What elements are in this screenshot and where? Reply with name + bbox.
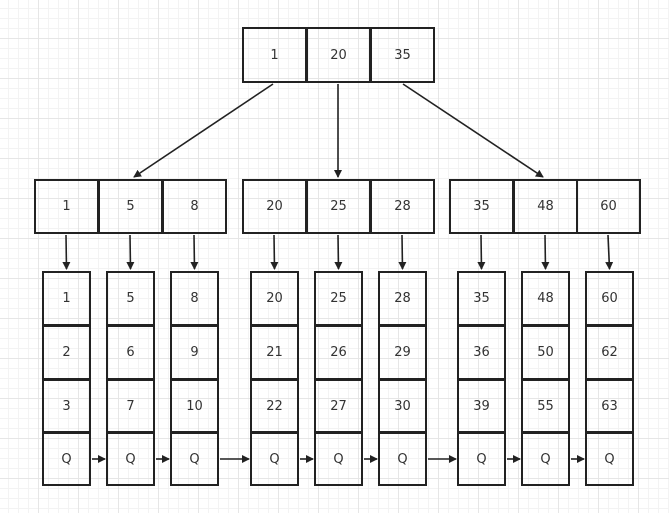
- leaf-key-cell: 50: [521, 325, 570, 380]
- root-key-cell: 20: [306, 27, 371, 83]
- internal-key-cell: 28: [370, 179, 435, 234]
- leaf-next-pointer-cell: Q: [585, 432, 634, 486]
- leaf-next-pointer-cell: Q: [106, 432, 155, 486]
- internal-key-cell: 35: [449, 179, 514, 234]
- leaf-key-cell: 55: [521, 379, 570, 433]
- internal-to-leaf-arrow: [334, 234, 343, 270]
- root-to-internal-arrow: [402, 83, 544, 178]
- leaf-key-cell: 25: [314, 271, 363, 326]
- leaf-key-cell: 8: [170, 271, 219, 326]
- leaf-next-pointer-cell: Q: [457, 432, 506, 486]
- leaf-key-cell: 39: [457, 379, 506, 433]
- internal-to-leaf-arrow: [605, 234, 614, 270]
- leaf-next-pointer-cell: Q: [170, 432, 219, 486]
- leaf-next-pointer-cell: Q: [314, 432, 363, 486]
- leaf-key-cell: 48: [521, 271, 570, 326]
- leaf-key-cell: 36: [457, 325, 506, 380]
- leaf-key-cell: 29: [378, 325, 427, 380]
- leaf-key-cell: 5: [106, 271, 155, 326]
- internal-key-cell: 20: [242, 179, 307, 234]
- root-key-cell: 1: [242, 27, 307, 83]
- leaf-key-cell: 28: [378, 271, 427, 326]
- leaf-key-cell: 62: [585, 325, 634, 380]
- internal-to-leaf-arrow: [541, 234, 550, 270]
- internal-to-leaf-arrow: [398, 234, 407, 270]
- leaf-next-pointer-cell: Q: [42, 432, 91, 486]
- internal-key-cell: 25: [306, 179, 371, 234]
- leaf-key-cell: 22: [250, 379, 299, 433]
- internal-to-leaf-arrow: [62, 234, 71, 270]
- internal-key-cell: 60: [576, 179, 641, 234]
- leaf-key-cell: 1: [42, 271, 91, 326]
- internal-to-leaf-arrow: [477, 234, 486, 270]
- leaf-key-cell: 27: [314, 379, 363, 433]
- leaf-key-cell: 35: [457, 271, 506, 326]
- leaf-key-cell: 63: [585, 379, 634, 433]
- leaf-key-cell: 2: [42, 325, 91, 380]
- leaf-next-pointer-cell: Q: [378, 432, 427, 486]
- leaf-key-cell: 21: [250, 325, 299, 380]
- root-to-internal-arrow: [133, 83, 274, 178]
- leaf-key-cell: 6: [106, 325, 155, 380]
- internal-key-cell: 1: [34, 179, 99, 234]
- internal-to-leaf-arrow: [126, 234, 135, 270]
- internal-key-cell: 5: [98, 179, 163, 234]
- leaf-next-pointer-cell: Q: [250, 432, 299, 486]
- leaf-key-cell: 20: [250, 271, 299, 326]
- internal-key-cell: 8: [162, 179, 227, 234]
- leaf-key-cell: 26: [314, 325, 363, 380]
- internal-to-leaf-arrow: [190, 234, 199, 270]
- leaf-key-cell: 60: [585, 271, 634, 326]
- leaf-key-cell: 10: [170, 379, 219, 433]
- root-key-cell: 35: [370, 27, 435, 83]
- leaf-next-pointer-cell: Q: [521, 432, 570, 486]
- internal-to-leaf-arrow: [270, 234, 279, 270]
- leaf-key-cell: 7: [106, 379, 155, 433]
- leaf-key-cell: 9: [170, 325, 219, 380]
- leaf-key-cell: 3: [42, 379, 91, 433]
- internal-key-cell: 48: [513, 179, 578, 234]
- leaf-key-cell: 30: [378, 379, 427, 433]
